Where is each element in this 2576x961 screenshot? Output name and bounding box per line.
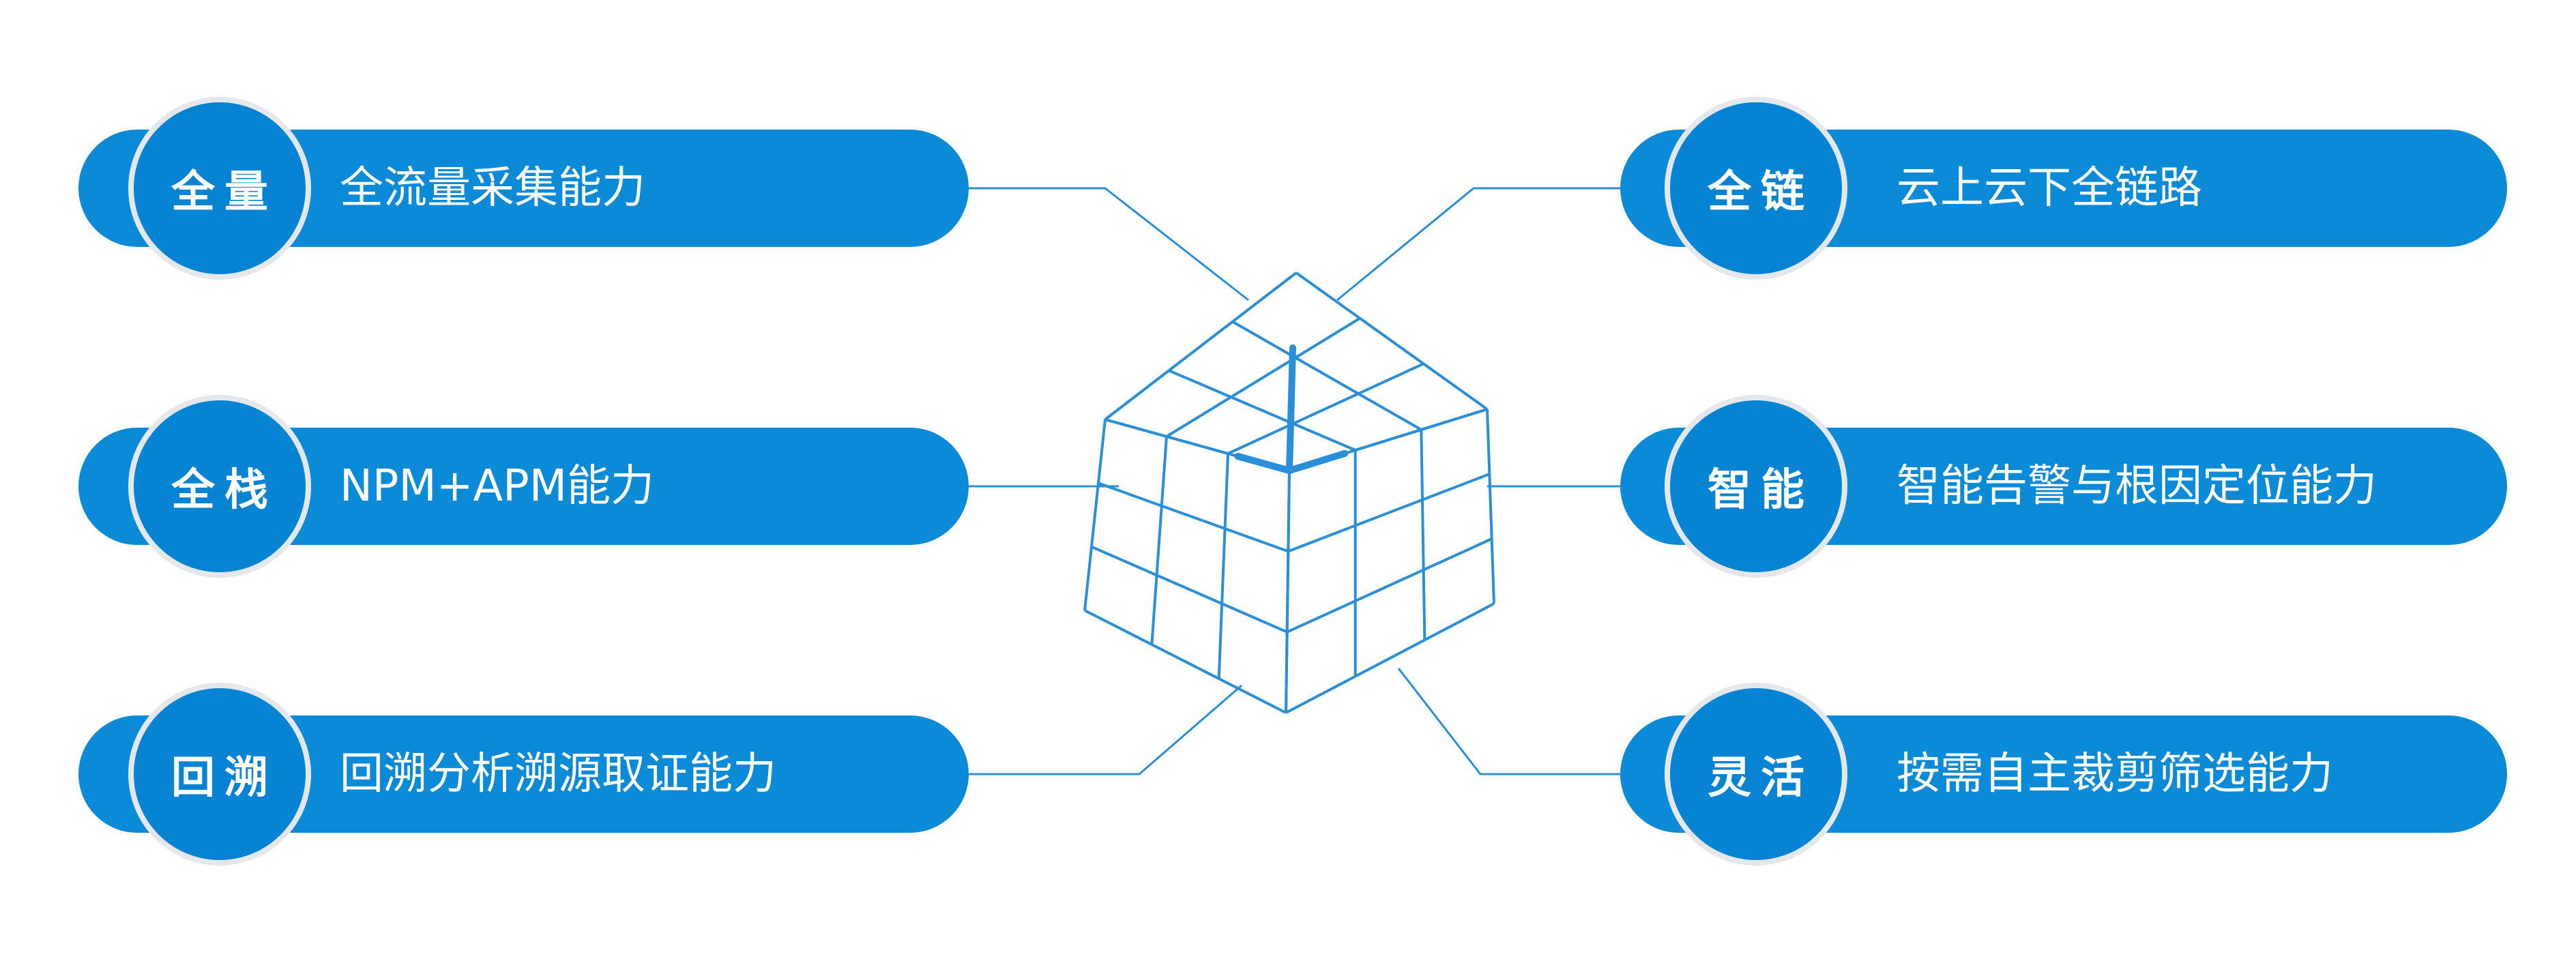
cube-face-right-gridline [1420,429,1426,640]
cube-face-right-gridline [1486,409,1495,604]
cube-face-left-gridline [1084,609,1287,714]
badge-label-full-stack: 全栈 [171,465,278,516]
badge-label-full-chain: 全链 [1708,167,1814,218]
feature-text-full-traffic: 全流量采集能力 [340,163,645,213]
cube-face-right-gridline [1285,602,1495,714]
feature-badge-full-traffic: 全量 [128,97,311,280]
feature-text-flexible: 按需自主裁剪筛选能力 [1897,749,2333,799]
feature-badge-intelligent: 智能 [1665,395,1847,578]
cube-face-left-gridline [1091,545,1288,634]
cube-face-top-gridline [1168,369,1356,452]
connector-right-top [1336,187,1620,301]
feature-text-full-stack: NPM+APM能力 [340,461,654,512]
feature-badge-full-chain: 全链 [1665,97,1847,280]
cube-face-top-gridline [1227,362,1424,455]
cube-face-right-gridline [1285,470,1291,713]
cube-center-edge [1286,344,1296,474]
feature-badge-backtrace: 回溯 [128,683,311,866]
rubiks-cube-wireframe-icon [1083,271,1495,714]
cube-face-right [1285,408,1495,714]
feature-pill-backtrace: 回溯分析溯源取证能力 [78,715,969,833]
cube-face-left-gridline [1217,453,1229,679]
cube-face-left-gridline [1150,436,1168,645]
cube-face-top-gridline [1231,320,1422,431]
cube-face-top-gridline [1295,271,1489,411]
badge-label-flexible: 灵活 [1708,753,1814,803]
cube-face-right-gridline [1286,537,1493,634]
cube-face-left-gridline [1083,419,1107,611]
connector-left-top [969,187,1249,301]
cube-face-top-gridline [1104,271,1298,421]
feature-text-full-chain: 云上云下全链路 [1897,163,2202,213]
feature-badge-flexible: 灵活 [1665,683,1847,866]
feature-text-intelligent: 智能告警与根因定位能力 [1897,461,2377,512]
connector-left-bottom [969,684,1242,775]
cube-center-edge [1286,449,1349,474]
cube-center-edges [1234,344,1349,474]
feature-badge-full-stack: 全栈 [128,395,311,578]
cube-face-right-gridline [1287,473,1491,553]
badge-label-backtrace: 回溯 [171,753,278,803]
badge-label-intelligent: 智能 [1708,465,1814,516]
feature-text-backtrace: 回溯分析溯源取证能力 [340,749,776,799]
connector-right-bottom [1397,668,1620,775]
cube-center-edge [1234,453,1293,474]
cube-face-top-gridline [1165,316,1361,438]
cube-face-top [1104,271,1489,472]
badge-label-full-traffic: 全量 [171,167,278,218]
cube-face-left-gridline [1098,482,1289,553]
